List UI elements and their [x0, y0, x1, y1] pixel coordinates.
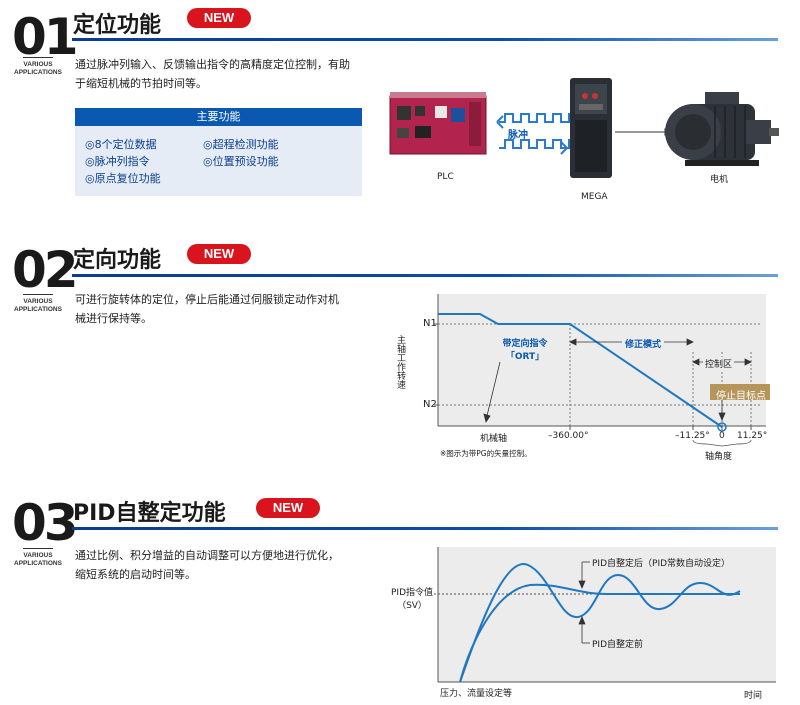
various-applications-label: VARIOUS APPLICATIONS — [6, 548, 70, 568]
orientation-command-label: 带定向指令 「ORT」 — [502, 339, 548, 362]
after-tuning-label: PID自整定后（PID常数自动设定） — [592, 559, 731, 569]
orientation-chart — [434, 294, 770, 447]
new-badge: NEW — [187, 244, 251, 264]
correction-mode-label: 修正模式 — [622, 337, 665, 350]
control-zone-label: 控制区 — [703, 357, 735, 370]
motor-image — [665, 92, 779, 166]
plc-image — [389, 92, 487, 155]
pid-chart — [434, 547, 776, 683]
n2-label: N2 — [423, 399, 437, 410]
tick-label: –11.25° — [675, 431, 710, 441]
section-number: 02 — [12, 241, 79, 299]
y-axis-label: PID指令值 （SV） — [390, 588, 433, 611]
motor-label: 电机 — [710, 175, 729, 185]
x-axis-right-label: 时间 — [744, 691, 763, 701]
features-title: 主要功能 — [75, 108, 362, 126]
before-tuning-curve — [459, 563, 741, 683]
stop-target-label: 停止目标点 — [716, 391, 766, 402]
section-divider — [72, 527, 778, 530]
before-tuning-label: PID自整定前 — [592, 640, 644, 650]
new-badge: NEW — [256, 498, 320, 518]
plc-label: PLC — [437, 172, 454, 182]
various-applications-label: VARIOUS APPLICATIONS — [6, 294, 70, 314]
section-title: PID自整定功能 — [73, 501, 226, 526]
feature-item: ◎脉冲列指令 — [85, 155, 150, 168]
section-divider — [72, 274, 778, 277]
axis-angle-label: 轴角度 — [705, 452, 733, 462]
feature-item: ◎位置预设功能 — [203, 155, 279, 168]
y-axis-label: 主轴工作转速 — [395, 335, 405, 389]
tick-label: 0 — [719, 431, 725, 441]
pulse-label: 脉冲 — [508, 130, 528, 141]
section-number: 01 — [12, 8, 79, 66]
speed-curve — [438, 313, 723, 428]
n1-label: N1 — [423, 318, 437, 329]
section-description: 通过比例、积分增益的自动调整可以方便地进行优化， 缩短系统的启动时间等。 — [75, 549, 339, 581]
positioning-diagram — [389, 78, 779, 178]
various-applications-label: VARIOUS APPLICATIONS — [6, 57, 70, 77]
tick-label: 11.25° — [737, 431, 768, 441]
new-badge: NEW — [187, 8, 251, 28]
section-description: 可进行旋转体的定位，停止后能通过伺服锁定动作对机 械进行保持等。 — [75, 293, 339, 325]
chart-background — [438, 547, 776, 682]
x-axis-left-label: 压力、流量设定等 — [440, 689, 513, 699]
stop-target-marker — [717, 422, 727, 432]
mega-label: MEGA — [581, 192, 608, 202]
x-axis-name: 机械轴 — [480, 434, 508, 444]
feedback-arrow — [615, 128, 673, 136]
feature-item: ◎超程检测功能 — [203, 138, 279, 151]
section-divider — [72, 38, 778, 41]
after-tuning-curve — [459, 583, 740, 683]
feature-item: ◎原点复位功能 — [85, 172, 161, 185]
section-title: 定位功能 — [73, 13, 162, 38]
stop-target-box — [710, 384, 770, 400]
mega-drive-image — [570, 78, 612, 178]
chart-note: ※图示为带PG的矢量控制。 — [440, 449, 532, 458]
section-description: 通过脉冲列输入、反馈输出指令的高精度定位控制，有助 于缩短机械的节拍时间等。 — [75, 58, 350, 90]
section-number: 03 — [12, 494, 79, 552]
section-title: 定向功能 — [73, 248, 162, 273]
features-box: 主要功能 ◎8个定位数据 ◎超程检测功能 ◎脉冲列指令 ◎位置预设功能 ◎原点复… — [75, 108, 362, 196]
feature-item: ◎8个定位数据 — [85, 138, 157, 151]
tick-label: –360.00° — [548, 431, 589, 441]
